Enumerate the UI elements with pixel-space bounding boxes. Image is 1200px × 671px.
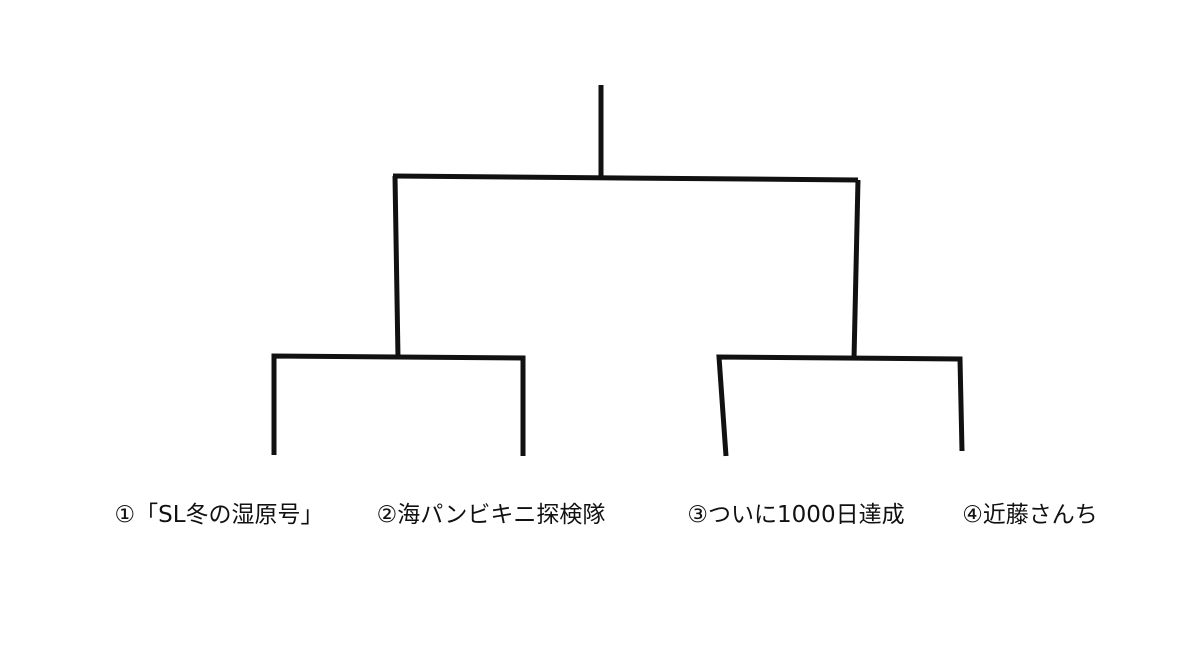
semifinal-left-riser-line <box>392 175 401 359</box>
entry-label-1: ①「SL冬の湿原号」 <box>114 502 324 528</box>
entry-label-4: ④近藤さんち <box>962 502 1098 528</box>
entry-label-2: ②海パンビキニ探検隊 <box>376 502 606 528</box>
semifinal-right-riser-line <box>851 179 861 360</box>
match-right-bracket-line <box>716 354 965 457</box>
final-crossbar-line <box>392 173 859 183</box>
entry-label-3: ③ついに1000日達成 <box>687 502 905 528</box>
match-left-bracket-line <box>271 353 526 456</box>
